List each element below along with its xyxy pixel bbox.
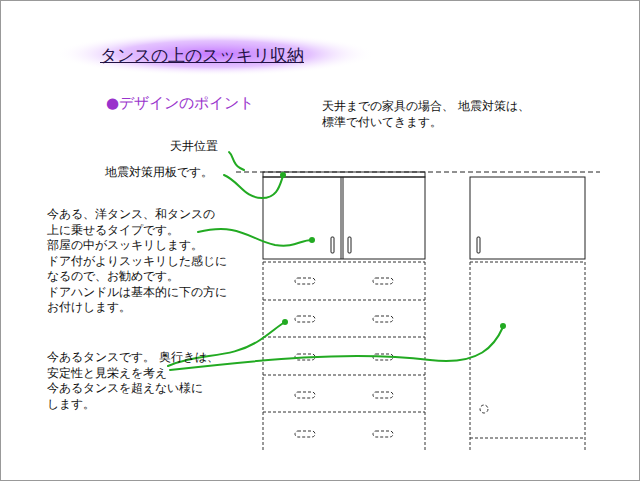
note: 天井までの家具の場合、 地震対策は、標準で付いてきます。 [322,99,552,130]
section-heading: ●デザインのポイント [106,94,306,112]
title-glow [55,32,375,76]
callout-label: 天井位置 [170,139,240,155]
callout-label: 地震対策用板です。 [105,165,225,181]
page-title: タンスの上のスッキリ収納 [100,44,304,67]
note: 今ある、洋タンス、和タンスの 上に乗せるタイプです。 部屋の中がスッキリします。… [47,207,252,316]
leader-dots [280,172,506,329]
right-upper-cabinet [470,177,585,259]
note: 今あるタンスです。 奥行きは、安定性と見栄えを考え 今あるタンスを超えない様に … [47,350,252,412]
right-existing-wardrobe [470,262,585,450]
